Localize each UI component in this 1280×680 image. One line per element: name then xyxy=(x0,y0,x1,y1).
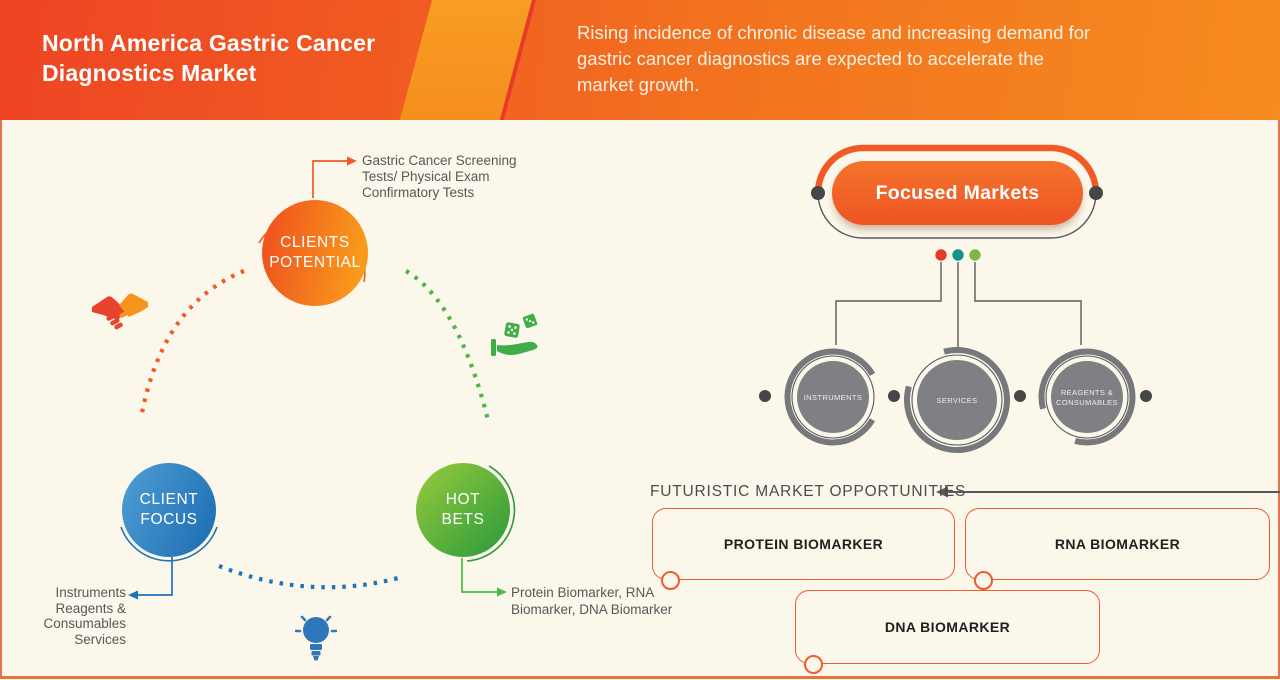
bubble-label-line: FOCUS xyxy=(140,511,198,528)
annotation-line: Biomarker, DNA Biomarker xyxy=(511,602,673,617)
segment-label-services: SERVICES xyxy=(912,396,1002,406)
content-frame xyxy=(0,120,1280,679)
bubble-label-line: HOT xyxy=(445,491,481,508)
corner-circle xyxy=(804,654,823,674)
opportunity-box-dna: DNA BIOMARKER xyxy=(795,590,1100,674)
header-banner: North America Gastric Cancer Diagnostics… xyxy=(0,0,1280,120)
bubble-hot-bets: HOT BETS xyxy=(416,463,510,557)
opportunity-box-label: DNA BIOMARKER xyxy=(884,619,1011,635)
dice-hand-icon xyxy=(491,313,538,356)
annotation-line: Gastric Cancer Screening xyxy=(362,153,517,168)
page-title: North America Gastric Cancer Diagnostics… xyxy=(42,28,375,88)
bubble-label-line: CLIENTS xyxy=(280,234,350,251)
segment-label-line: INSTRUMENTS xyxy=(803,393,863,402)
annotation-line: Tests/ Physical Exam xyxy=(362,169,490,184)
annotation-hot-bets: Protein Biomarker, RNA Biomarker, DNA Bi… xyxy=(511,584,672,618)
page-title-line: North America Gastric Cancer xyxy=(42,30,376,56)
focused-markets-pill: Focused Markets xyxy=(832,161,1083,225)
annotation-line: Services xyxy=(74,631,126,647)
bubble-label-line: POTENTIAL xyxy=(269,254,361,271)
header-description-line: market growth. xyxy=(577,74,700,95)
opportunities-heading: FUTURISTIC MARKET OPPORTUNITIES xyxy=(650,483,967,500)
handshake-icon xyxy=(92,293,148,330)
segment-label-instruments: INSTRUMENTS xyxy=(788,393,878,403)
opportunity-box-rna: RNA BIOMARKER xyxy=(965,508,1270,590)
header-diagonal-decoration xyxy=(399,0,536,120)
annotation-line: Instruments xyxy=(55,585,126,600)
annotation-line: Consumables xyxy=(43,616,126,631)
focused-markets-label: Focused Markets xyxy=(875,181,1040,204)
annotation-client-focus: Instruments Reagents & Consumables Servi… xyxy=(0,585,126,647)
annotation-line: Confirmatory Tests xyxy=(362,185,475,200)
opportunity-box-label: PROTEIN BIOMARKER xyxy=(723,536,884,552)
corner-circle xyxy=(661,570,680,590)
page-title-line: Diagnostics Market xyxy=(42,60,257,86)
header-description-line: gastric cancer diagnostics are expected … xyxy=(577,48,1044,69)
opportunity-box-protein: PROTEIN BIOMARKER xyxy=(652,508,955,590)
segment-label-line: CONSUMABLES xyxy=(1056,397,1118,407)
segment-label-line: REAGENTS & xyxy=(1060,388,1114,397)
header-description: Rising incidence of chronic disease and … xyxy=(577,20,1090,98)
lightbulb-icon xyxy=(295,615,337,661)
bubble-client-focus: CLIENT FOCUS xyxy=(122,463,216,557)
annotation-line: Protein Biomarker, RNA xyxy=(511,585,655,600)
segment-label-line: SERVICES xyxy=(936,396,978,405)
corner-circle xyxy=(974,570,993,590)
bubble-label-line: CLIENT xyxy=(139,491,199,508)
opportunity-box-label: RNA BIOMARKER xyxy=(1054,536,1181,552)
bubble-clients-potential: CLIENTS POTENTIAL xyxy=(262,200,368,306)
header-description-line: Rising incidence of chronic disease and … xyxy=(577,22,1091,43)
annotation-line: Reagents & xyxy=(55,600,126,616)
bubble-label-line: BETS xyxy=(441,511,485,528)
annotation-clients-potential: Gastric Cancer Screening Tests/ Physical… xyxy=(362,153,517,201)
segment-label-reagents: REAGENTS & CONSUMABLES xyxy=(1042,388,1132,407)
